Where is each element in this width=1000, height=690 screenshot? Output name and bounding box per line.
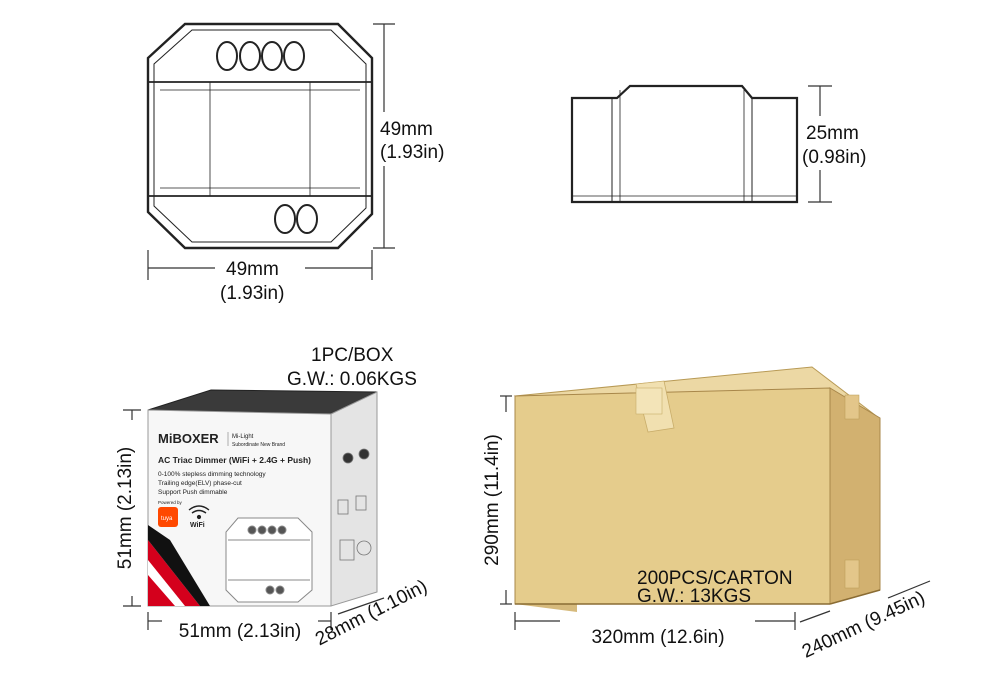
carton-height-dimension [500,395,512,605]
box-width-dimension [147,612,332,630]
carton-depth-dimension [799,580,931,623]
box-feature-1: 0-100% stepless dimming technology [158,471,266,478]
box-depth-dimension [337,597,385,615]
carton-width-dimension [514,612,796,630]
side-depth-in: (0.98in) [802,147,866,168]
box-pcs: 1PC/BOX [311,345,394,366]
top-height-mm: 49mm [380,119,433,140]
box-height-label: 51mm (2.13in) [115,447,136,570]
side-depth-mm: 25mm [806,123,859,144]
carton-pcs: 200PCS/CARTON [637,568,793,589]
carton-width-label: 320mm (12.6in) [591,627,724,648]
top-view-drawing [146,22,374,250]
tuya-logo-icon: tuya [158,507,178,527]
top-width-in: (1.93in) [220,283,284,304]
box-powered-by: Powered by [158,500,183,505]
side-view-drawing [570,84,799,204]
top-view-height-dimension [373,23,395,249]
box-weight: G.W.: 0.06KGS [287,369,417,390]
box-wifi-label: WiFi [190,522,205,529]
box-product-title: AC Triac Dimmer (WiFi + 2.4G + Push) [158,455,311,465]
top-height-in: (1.93in) [380,142,444,163]
wifi-icon [188,505,210,520]
terminal-screws-top [216,41,305,71]
product-box: MiBOXER Mi-Light Subordinate New Brand A… [147,389,378,607]
box-product-image [225,517,313,603]
side-view-depth-dimension [808,85,832,203]
svg-text:tuya: tuya [161,516,173,522]
box-width-label: 51mm (2.13in) [179,621,302,642]
top-width-mm: 49mm [226,259,279,280]
box-side-details [337,448,372,561]
shipping-carton [513,366,881,612]
box-height-dimension [123,409,141,607]
box-feature-2: Trailing edge(ELV) phase-cut [158,480,242,487]
box-brand-logo: MiBOXER [158,431,219,446]
box-sub-brand: Mi-Light [232,434,254,440]
box-feature-3: Support Push dimmable [158,489,228,496]
top-view-width-dimension [147,250,373,280]
terminal-screws-bottom [274,204,318,234]
box-sub-brand-tag: Subordinate New Brand [232,442,285,448]
carton-height-label: 290mm (11.4in) [482,434,503,566]
carton-weight: G.W.: 13KGS [637,586,751,607]
